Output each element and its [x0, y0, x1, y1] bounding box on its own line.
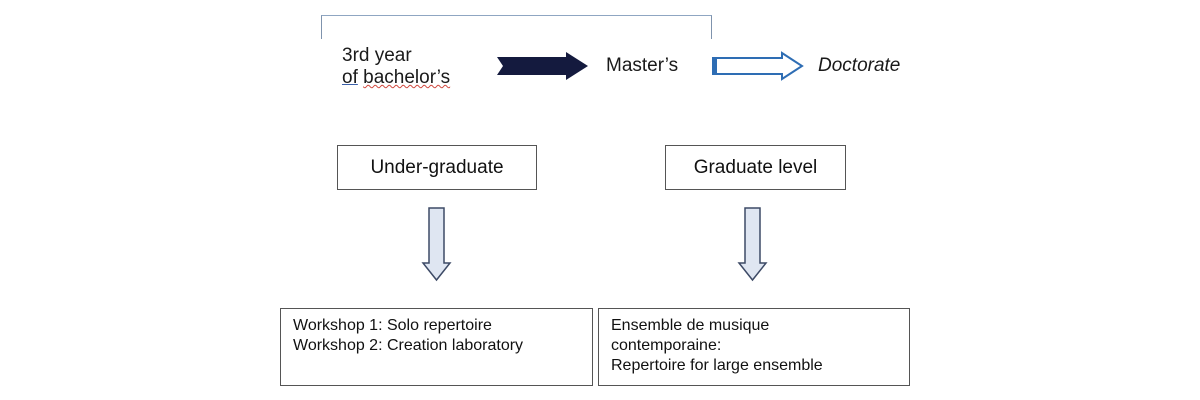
step-bachelor-of: of [342, 67, 358, 88]
graduate-box: Graduate level [665, 145, 846, 190]
graduate-content-box: Ensemble de musique contemporaine: Reper… [598, 308, 910, 386]
timeline-bracket [321, 15, 712, 39]
outline-arrow-icon [712, 51, 804, 81]
step-masters: Master’s [606, 55, 679, 76]
down-arrow-right-icon [737, 207, 768, 282]
content-line: Ensemble de musique [611, 317, 770, 334]
content-line: contemporaine: [611, 337, 722, 354]
step-bachelor-word: bachelor’s [363, 67, 451, 88]
undergraduate-box: Under-graduate [337, 145, 537, 190]
step-bachelor: 3rd year of bachelor’s [342, 45, 450, 89]
dark-arrow-icon [497, 52, 588, 80]
step-bachelor-line2: of bachelor’s [342, 67, 450, 89]
undergraduate-label: Under-graduate [370, 156, 504, 178]
content-line: Workshop 2: Creation laboratory [293, 337, 524, 354]
content-line: Workshop 1: Solo repertoire [293, 317, 492, 334]
graduate-label: Graduate level [693, 156, 818, 178]
step-bachelor-line1: 3rd year [342, 45, 412, 66]
step-doctorate: Doctorate [818, 55, 901, 76]
content-line: Repertoire for large ensemble [611, 357, 823, 374]
undergraduate-content-box: Workshop 1: Solo repertoire Workshop 2: … [280, 308, 593, 386]
down-arrow-left-icon [421, 207, 452, 282]
